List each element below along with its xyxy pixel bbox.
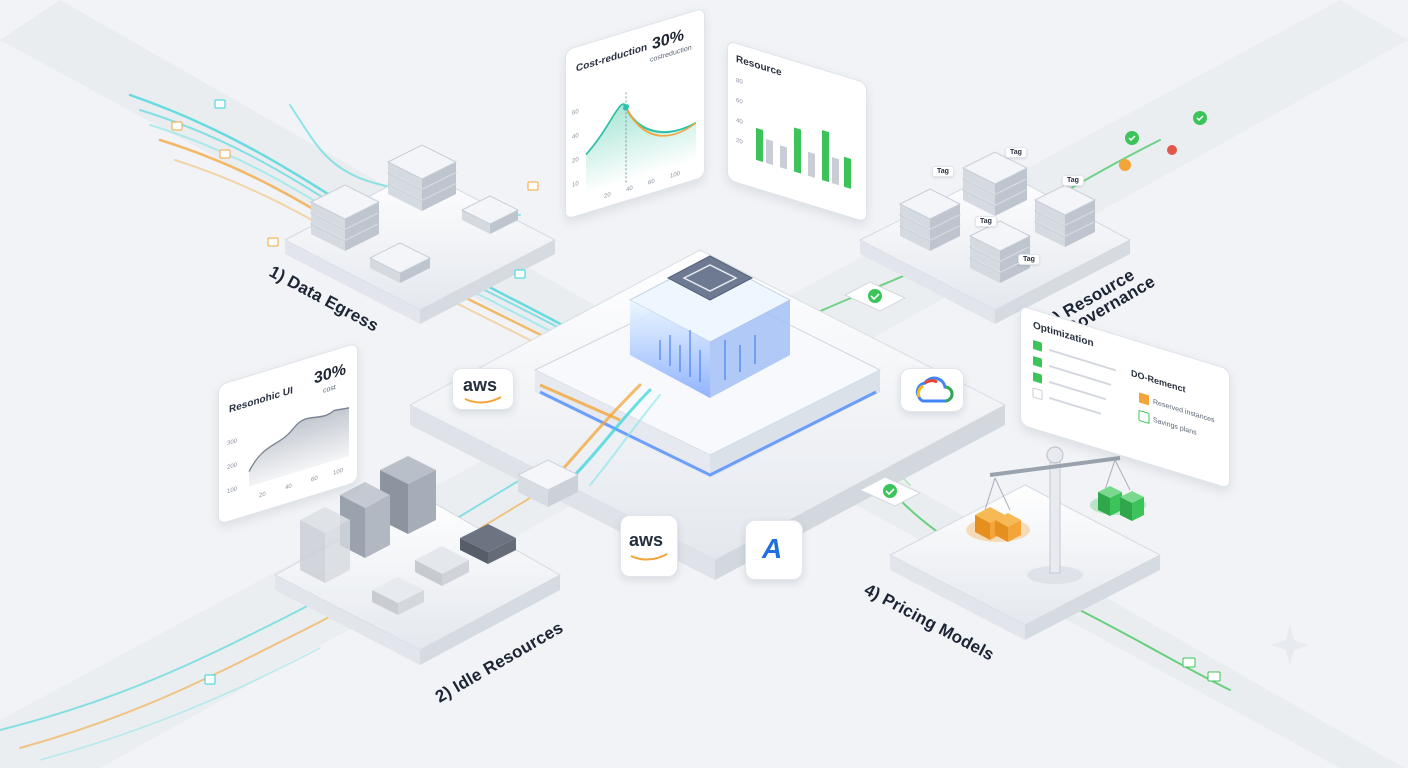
cost-reduction-panel: Cost-reduction 30% costreduction 60 40 2…	[565, 7, 705, 220]
resource-tag: Tag	[932, 166, 954, 177]
server-stack-icon	[386, 144, 458, 211]
optimization-checklist	[1032, 340, 1150, 424]
left-ui-panel: Resonohic UI 30% cost 300 200 100 20 40 …	[218, 342, 358, 525]
check-badge-lower-icon	[858, 476, 922, 507]
google-cloud-logo-tile	[900, 368, 964, 412]
google-cloud-icon	[915, 376, 954, 403]
resource-tag: Tag	[975, 216, 997, 227]
resource-tag: Tag	[1005, 147, 1027, 158]
pricing-models-platform	[888, 484, 1162, 640]
aws-logo-tile-left: aws	[452, 368, 514, 410]
aws-logo-text: aws	[463, 375, 498, 395]
server-stack-icon	[309, 184, 381, 251]
optimization-panel: Optimization DO-Remenct Reserved instanc…	[1020, 305, 1230, 490]
server-stack-icon	[460, 195, 520, 234]
sparkle-icon	[1271, 625, 1309, 665]
aws-logo-tile-bottom: aws	[620, 515, 678, 577]
idle-tower-servers	[300, 456, 516, 615]
server-stack-icon	[968, 220, 1032, 283]
server-stack-icon	[1033, 184, 1097, 247]
resource-tag: Tag	[1018, 254, 1040, 265]
server-stacks	[309, 144, 1097, 283]
aws-smile-icon	[630, 553, 668, 561]
resource-bar-chart	[756, 127, 851, 189]
azure-logo-tile: A	[745, 520, 803, 580]
azure-logo-text: A	[762, 533, 783, 564]
balance-scale-icon	[966, 446, 1146, 584]
server-stack-icon	[368, 242, 432, 283]
aws-smile-icon	[464, 396, 502, 404]
cost-trend-chart	[585, 92, 697, 195]
server-chip-icon	[666, 255, 754, 301]
left-area-chart	[248, 407, 350, 487]
check-badge-upper-icon	[843, 281, 907, 312]
check-badge-icons	[843, 111, 1207, 507]
floating-file-icons	[171, 99, 1221, 685]
resource-tag: Tag	[1062, 175, 1084, 186]
router-box	[516, 459, 580, 507]
aws-logo-text: aws	[629, 530, 664, 550]
server-stack-icon	[961, 151, 1029, 216]
server-stack-icon	[898, 188, 962, 251]
resource-panel: Resource 80 60 40 20	[727, 40, 867, 223]
